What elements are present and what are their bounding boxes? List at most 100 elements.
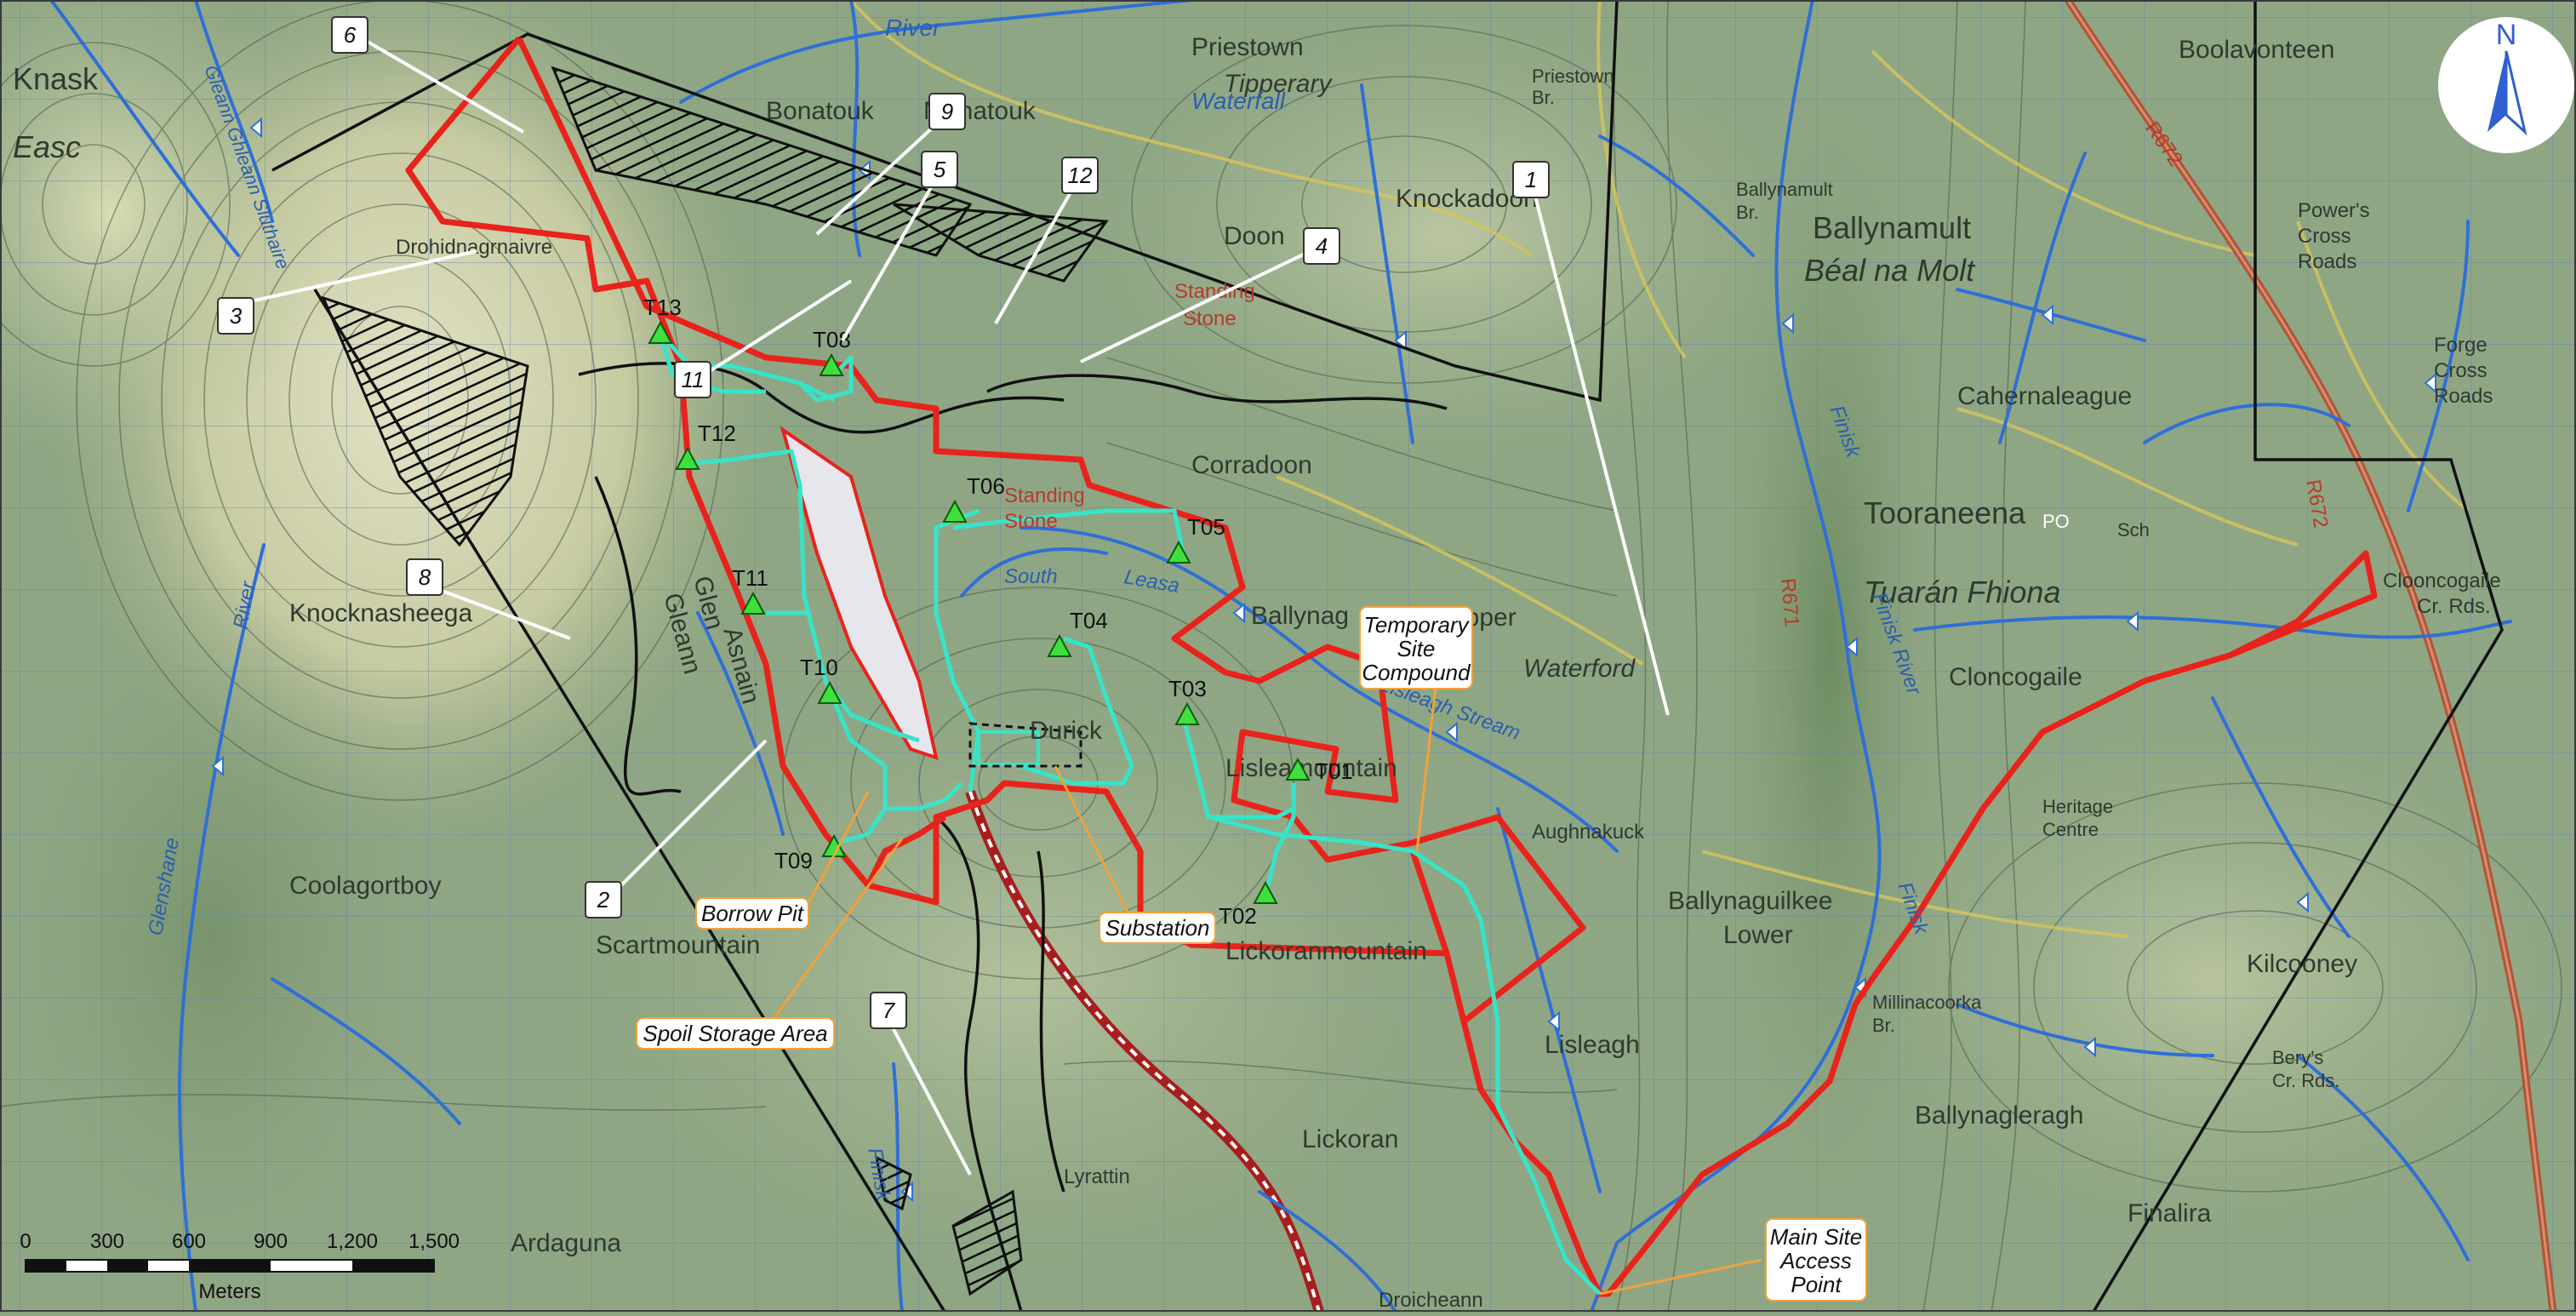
place-label: Power's	[2298, 199, 2370, 222]
callout-substation[interactable]: Substation	[1099, 912, 1216, 944]
svg-text:0: 0	[20, 1230, 31, 1253]
place-label: Knocknasheega	[289, 599, 472, 627]
place-label: Boolavonteen	[2179, 36, 2335, 64]
zone-number-marker[interactable]: 9	[928, 93, 966, 130]
svg-text:T02: T02	[1219, 903, 1257, 929]
turbine-marker[interactable]: T01	[1285, 757, 1353, 784]
place-label: Br.	[1736, 202, 1759, 223]
flow-arrows	[211, 117, 2436, 1203]
minor-roads	[849, 0, 2470, 938]
place-label: Cr. Rds.	[2272, 1070, 2339, 1091]
turbine-marker[interactable]: T13	[643, 295, 682, 344]
place-label: Millinacoorka	[1872, 992, 1982, 1013]
number-markers: 1 2 3 4 5 6 7 8 9 11 12	[217, 16, 1550, 1029]
place-label: Bonatouk	[766, 97, 875, 125]
place-label: Cross	[2298, 225, 2351, 248]
place-label: Cr. Rds.	[2417, 595, 2491, 618]
regional-roads-inner	[2066, 0, 2555, 1313]
zone-number-marker[interactable]: 3	[217, 297, 254, 335]
place-label: Tuarán Fhiona	[1864, 575, 2060, 609]
place-label: Lisleamountain	[1225, 754, 1397, 782]
svg-text:Borrow Pit: Borrow Pit	[701, 901, 805, 926]
callout-spoil-storage-area[interactable]: Spoil Storage Area	[636, 1017, 835, 1050]
zone-number-marker[interactable]: 4	[1303, 227, 1340, 265]
zone-number-marker[interactable]: 11	[674, 361, 711, 398]
place-label: Ballynaguilkee	[1668, 887, 1832, 915]
turbine-marker[interactable]: T02	[1219, 880, 1278, 929]
turbines: T01 T02 T03 T04 T05 T06 T08 T09 T10 T11 …	[643, 295, 1353, 929]
svg-text:9: 9	[941, 99, 953, 124]
turbine-marker[interactable]: T04	[1047, 608, 1108, 657]
svg-text:11: 11	[682, 367, 705, 392]
place-label: Tooraneena	[1864, 495, 2026, 530]
svg-text:Main Site: Main Site	[1770, 1224, 1862, 1250]
substation-compound	[968, 722, 1082, 768]
zone-number-marker[interactable]: 12	[1061, 157, 1099, 194]
svg-text:Point: Point	[1791, 1272, 1842, 1297]
place-label: Forge	[2434, 334, 2487, 357]
place-label: Cloncogaile	[1949, 663, 2082, 691]
svg-text:600: 600	[172, 1230, 206, 1253]
place-label: Finalira	[2128, 1199, 2212, 1227]
scale-unit: Meters	[198, 1280, 260, 1303]
north-arrow: N	[2438, 17, 2574, 153]
svg-text:8: 8	[419, 564, 431, 590]
dashed-track	[965, 790, 1324, 1313]
place-label: Ardaguna	[511, 1229, 621, 1257]
callout-temporary-site-compound[interactable]: Temporary Site Compound	[1359, 606, 1473, 689]
turbine-marker[interactable]: T11	[732, 565, 768, 615]
svg-text:900: 900	[254, 1230, 288, 1253]
place-label: Corradoon	[1191, 451, 1312, 479]
place-label: Knask	[13, 61, 99, 96]
place-label: Doon	[1224, 222, 1285, 250]
river-label: Waterfall	[1191, 88, 1286, 114]
place-label: Roads	[2434, 385, 2493, 408]
svg-text:3: 3	[230, 303, 243, 329]
place-label: Cahernaleague	[1957, 382, 2132, 410]
scale-bar: 0 300 600 900 1,200 1,500 Meters	[20, 1230, 460, 1303]
rivers	[49, 0, 2512, 1313]
place-label: Priestown	[1191, 33, 1304, 61]
place-label: Coolagortboy	[289, 872, 441, 900]
svg-text:Access: Access	[1779, 1248, 1852, 1273]
svg-text:Site: Site	[1397, 636, 1436, 661]
zone-number-marker[interactable]: 8	[406, 558, 443, 596]
place-label: Sch	[2117, 519, 2150, 541]
turbine-marker[interactable]: T05	[1166, 514, 1225, 564]
place-label: Heritage	[2042, 796, 2113, 817]
callout-borrow-pit[interactable]: Borrow Pit	[695, 897, 809, 930]
river-label: River	[885, 14, 942, 41]
zone-number-marker[interactable]: 2	[585, 881, 622, 918]
callout-main-site-access-point[interactable]: Main Site Access Point	[1765, 1218, 1867, 1302]
turbine-marker[interactable]: T10	[800, 655, 842, 704]
turbine-marker[interactable]: T06	[942, 473, 1005, 523]
turbine-marker[interactable]: T09	[774, 833, 847, 873]
svg-text:T03: T03	[1168, 676, 1207, 701]
place-label: Clooncogaile	[2383, 569, 2501, 592]
svg-text:T11: T11	[732, 565, 768, 591]
svg-text:1,200: 1,200	[327, 1230, 378, 1253]
place-label: Scartmountain	[596, 931, 760, 959]
place-label: Lisleagh	[1545, 1031, 1640, 1059]
place-label: Priestown	[1532, 66, 1614, 87]
place-label: Ballynagleragh	[1915, 1101, 2083, 1130]
svg-text:1,500: 1,500	[408, 1230, 460, 1253]
zone-number-marker[interactable]: 5	[921, 151, 958, 188]
zone-number-marker[interactable]: 6	[331, 16, 368, 54]
svg-text:T08: T08	[813, 327, 851, 352]
svg-text:T10: T10	[800, 655, 838, 680]
zone-number-marker[interactable]: 1	[1512, 161, 1550, 198]
svg-text:T12: T12	[698, 421, 736, 446]
place-label: Drohidnagrnaivre	[396, 236, 552, 259]
place-label: Bery's	[2272, 1047, 2323, 1068]
zone-number-marker[interactable]: 7	[870, 992, 907, 1029]
turbine-marker[interactable]: T03	[1168, 676, 1207, 725]
svg-text:T05: T05	[1187, 514, 1225, 540]
borrow-pit-area	[780, 426, 939, 761]
svg-text:7: 7	[882, 998, 896, 1023]
svg-text:T01: T01	[1315, 758, 1353, 784]
svg-text:300: 300	[90, 1230, 124, 1253]
turbine-marker[interactable]: T12	[675, 421, 736, 470]
